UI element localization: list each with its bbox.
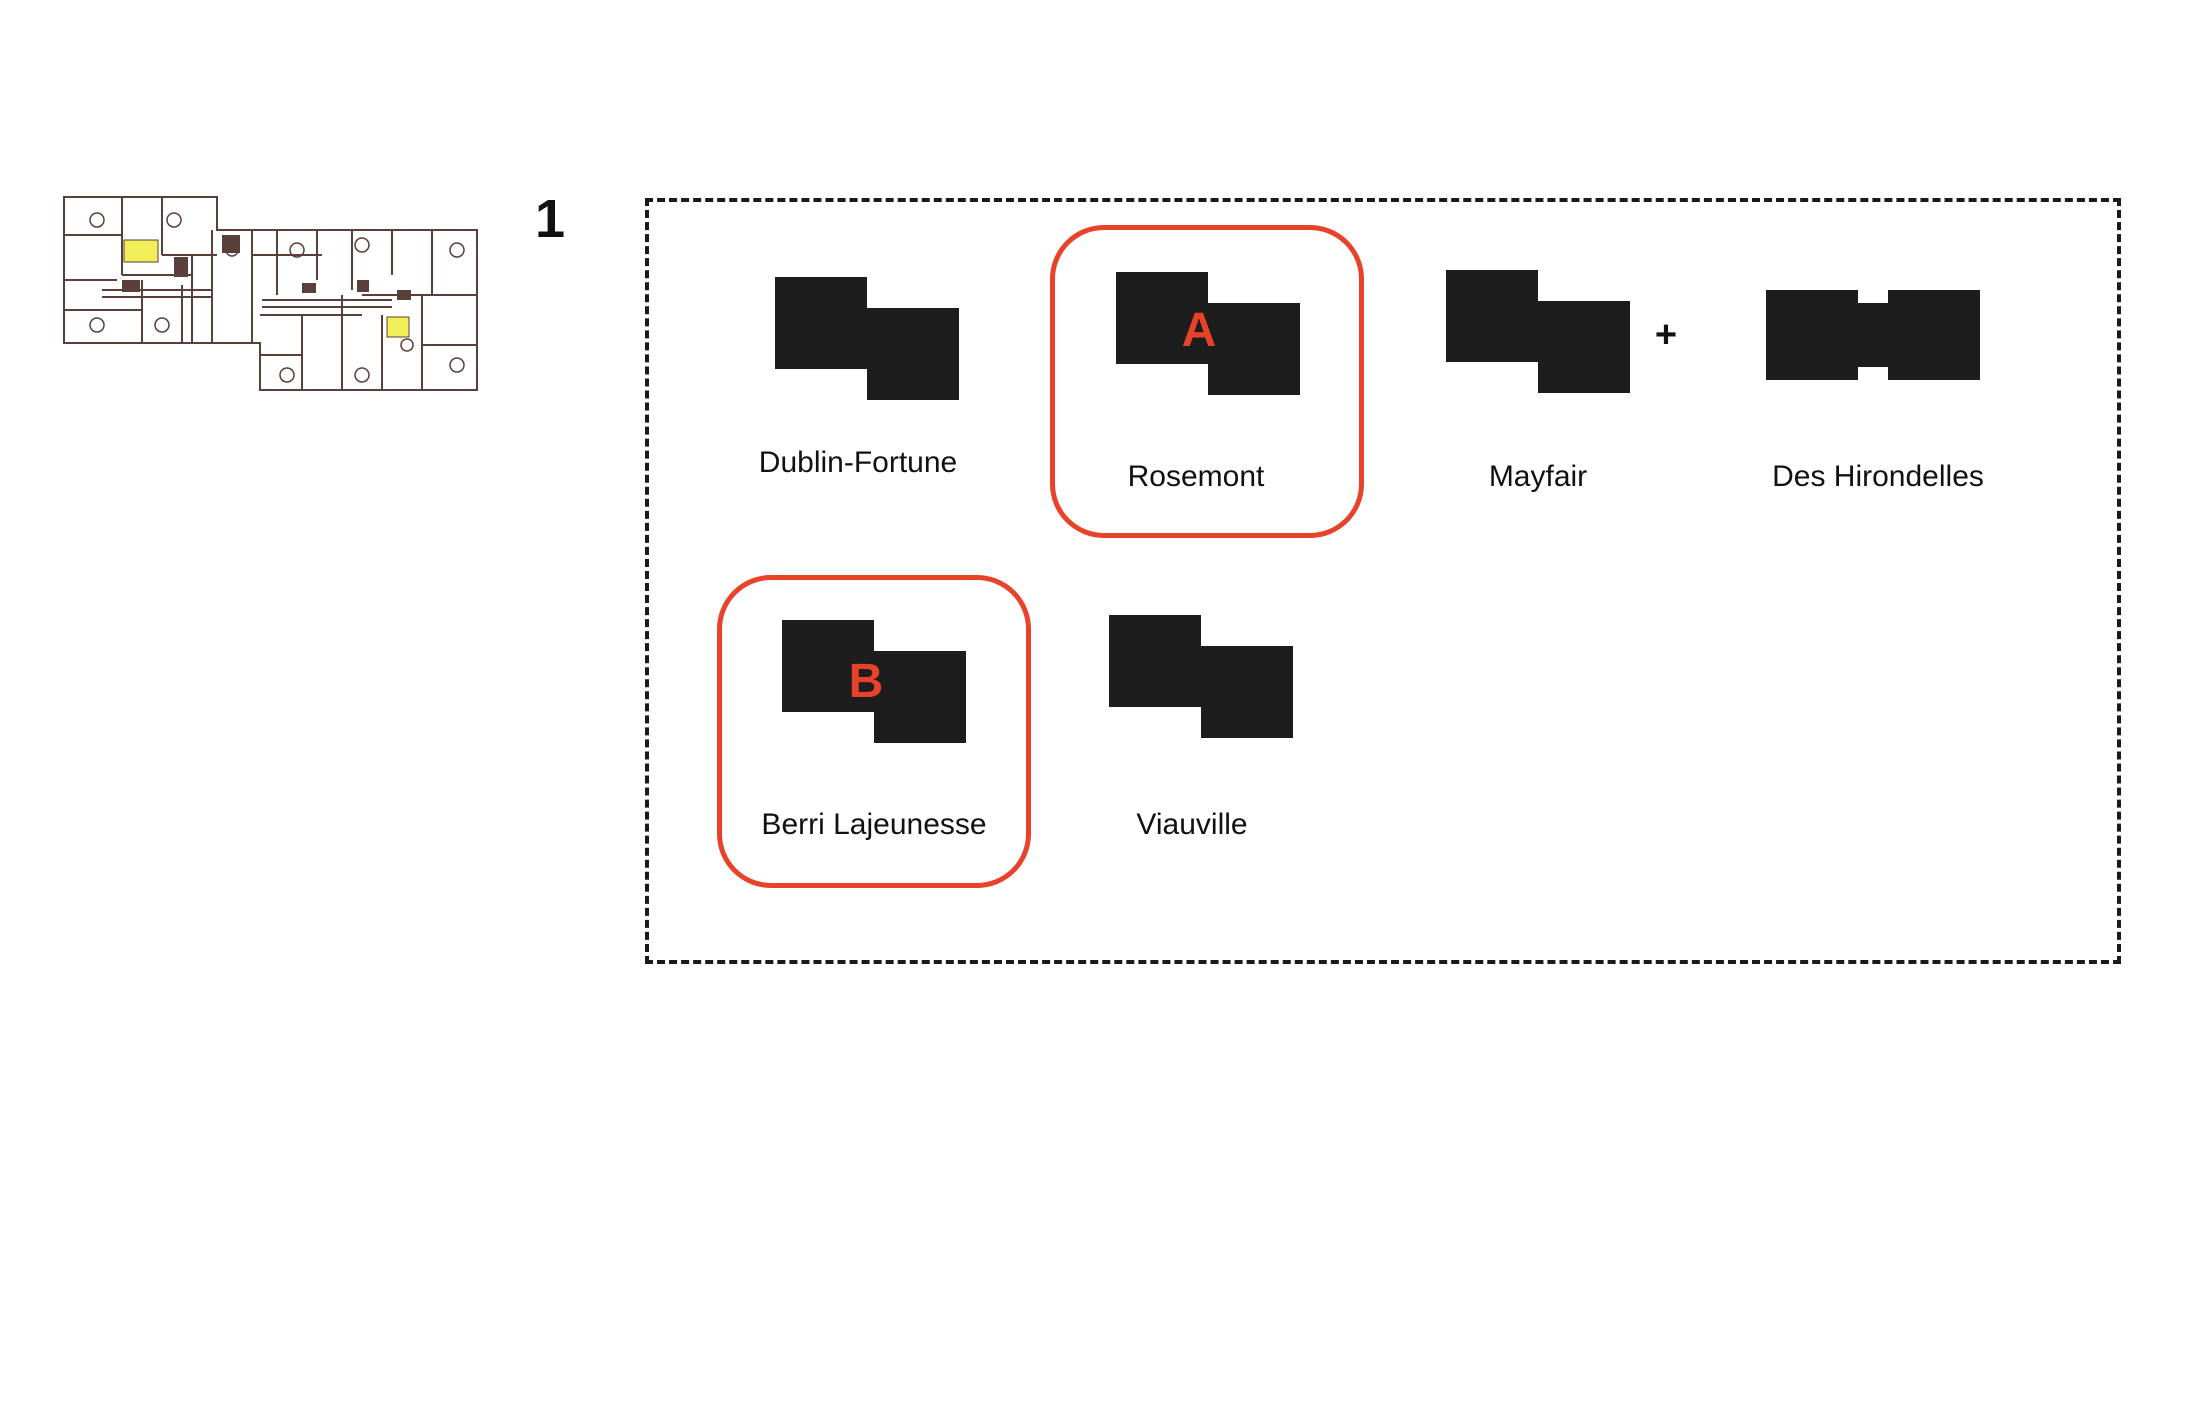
variant-letter: A bbox=[1181, 304, 1217, 357]
building-block bbox=[1201, 646, 1293, 738]
building-block bbox=[1208, 303, 1300, 395]
typology-label: Berri Lajeunesse bbox=[761, 808, 987, 841]
variant-letter: B bbox=[848, 655, 884, 708]
typology-label: Des Hirondelles bbox=[1772, 460, 1984, 493]
floor-plan-image bbox=[63, 196, 478, 391]
building-block bbox=[1109, 615, 1201, 707]
building-block bbox=[782, 620, 874, 712]
typology-label: Viauville bbox=[1136, 808, 1248, 841]
step-number: 1 bbox=[535, 189, 566, 249]
highlight-outline bbox=[1050, 225, 1364, 538]
building-block bbox=[874, 651, 966, 743]
building-block bbox=[1766, 290, 1858, 380]
plus-sign: + bbox=[1654, 314, 1678, 356]
typology-frame bbox=[645, 198, 2121, 964]
highlight-outline bbox=[717, 575, 1031, 888]
building-block bbox=[1116, 272, 1208, 364]
building-block bbox=[1858, 303, 1888, 367]
building-block bbox=[867, 308, 959, 400]
building-block bbox=[1538, 301, 1630, 393]
building-block bbox=[1888, 290, 1980, 380]
typology-label: Dublin-Fortune bbox=[758, 446, 958, 479]
building-block bbox=[775, 277, 867, 369]
typology-label: Mayfair bbox=[1488, 460, 1588, 493]
typology-label: Rosemont bbox=[1127, 460, 1265, 493]
building-block bbox=[1446, 270, 1538, 362]
